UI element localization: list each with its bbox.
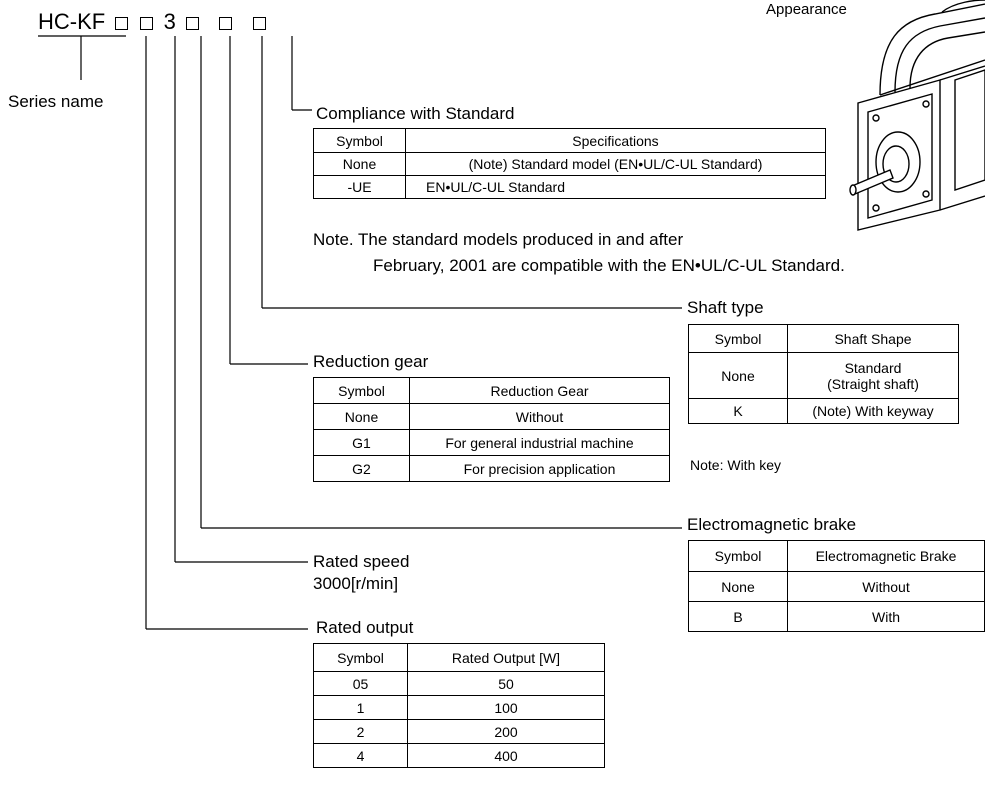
shaft-digit-box bbox=[219, 17, 233, 30]
brake-table: Symbol Electromagnetic Brake None Withou… bbox=[688, 540, 985, 632]
gear-table: Symbol Reduction Gear None Without G1 Fo… bbox=[313, 377, 670, 482]
series-name-label: Series name bbox=[8, 92, 104, 111]
table-cell: 400 bbox=[407, 743, 605, 768]
table-cell: (Note) Standard model (EN•UL/C-UL Standa… bbox=[405, 152, 826, 176]
table-cell: None bbox=[688, 571, 788, 602]
output-digit-box bbox=[115, 17, 129, 30]
table-header: Symbol bbox=[313, 377, 410, 404]
table-cell: None bbox=[313, 152, 406, 176]
table-cell: 4 bbox=[313, 743, 408, 768]
table-header: Rated Output [W] bbox=[407, 643, 605, 672]
table-header: Reduction Gear bbox=[409, 377, 670, 404]
table-cell: 200 bbox=[407, 719, 605, 744]
table-cell: 05 bbox=[313, 671, 408, 696]
shaft-note: Note: With key bbox=[690, 457, 782, 473]
output-title: Rated output bbox=[316, 618, 414, 637]
table-header: Symbol bbox=[313, 643, 408, 672]
table-cell: EN•UL/C-UL Standard bbox=[405, 175, 826, 199]
table-cell: 1 bbox=[313, 695, 408, 720]
model-code: HC-KF 3 bbox=[38, 9, 267, 34]
table-cell: K bbox=[688, 398, 788, 424]
table-header: Specifications bbox=[405, 128, 826, 153]
table-cell: 100 bbox=[407, 695, 605, 720]
table-cell: Without bbox=[409, 403, 670, 430]
output-table: Symbol Rated Output [W] 05 50 1 100 2 20… bbox=[313, 643, 605, 768]
shaft-shape-line2: (Straight shaft) bbox=[827, 375, 919, 392]
speed-title: Rated speed bbox=[313, 552, 410, 571]
table-cell: G2 bbox=[313, 455, 410, 482]
gear-title: Reduction gear bbox=[313, 352, 429, 371]
compliance-title: Compliance with Standard bbox=[316, 104, 515, 123]
model-prefix: HC-KF bbox=[38, 9, 106, 34]
fixed-digit: 3 bbox=[163, 9, 176, 34]
shaft-title: Shaft type bbox=[687, 298, 764, 317]
shaft-table: Symbol Shaft Shape None Standard (Straig… bbox=[688, 324, 959, 424]
appearance-label: Appearance bbox=[766, 1, 847, 18]
table-cell: For general industrial machine bbox=[409, 429, 670, 456]
table-header: Electromagnetic Brake bbox=[787, 540, 985, 572]
table-cell: Without bbox=[787, 571, 985, 602]
brake-title: Electromagnetic brake bbox=[687, 515, 857, 534]
table-cell: None bbox=[688, 352, 788, 399]
table-cell: For precision application bbox=[409, 455, 670, 482]
compliance-note-line1: Note. The standard models produced in an… bbox=[313, 230, 684, 249]
compliance-note-line2: February, 2001 are compatible with the E… bbox=[373, 256, 845, 275]
standard-digit-box bbox=[253, 17, 267, 30]
table-header: Symbol bbox=[688, 324, 788, 353]
table-cell: With bbox=[787, 601, 985, 632]
motor-drawing bbox=[849, 0, 985, 231]
table-cell: 2 bbox=[313, 719, 408, 744]
shaft-shape-line1: Standard bbox=[844, 359, 902, 376]
speed-value: 3000[r/min] bbox=[313, 574, 399, 593]
table-header: Shaft Shape bbox=[787, 324, 959, 353]
table-cell: -UE bbox=[313, 175, 406, 199]
table-cell: Standard (Straight shaft) bbox=[787, 352, 959, 399]
table-cell: B bbox=[688, 601, 788, 632]
table-cell: 50 bbox=[407, 671, 605, 696]
table-header: Symbol bbox=[688, 540, 788, 572]
table-cell: G1 bbox=[313, 429, 410, 456]
speed-digit-box bbox=[140, 17, 154, 30]
gear-digit-box bbox=[185, 17, 199, 30]
table-header: Symbol bbox=[313, 128, 406, 153]
table-cell: (Note) With keyway bbox=[787, 398, 959, 424]
compliance-table: Symbol Specifications None (Note) Standa… bbox=[313, 128, 826, 199]
table-cell: None bbox=[313, 403, 410, 430]
